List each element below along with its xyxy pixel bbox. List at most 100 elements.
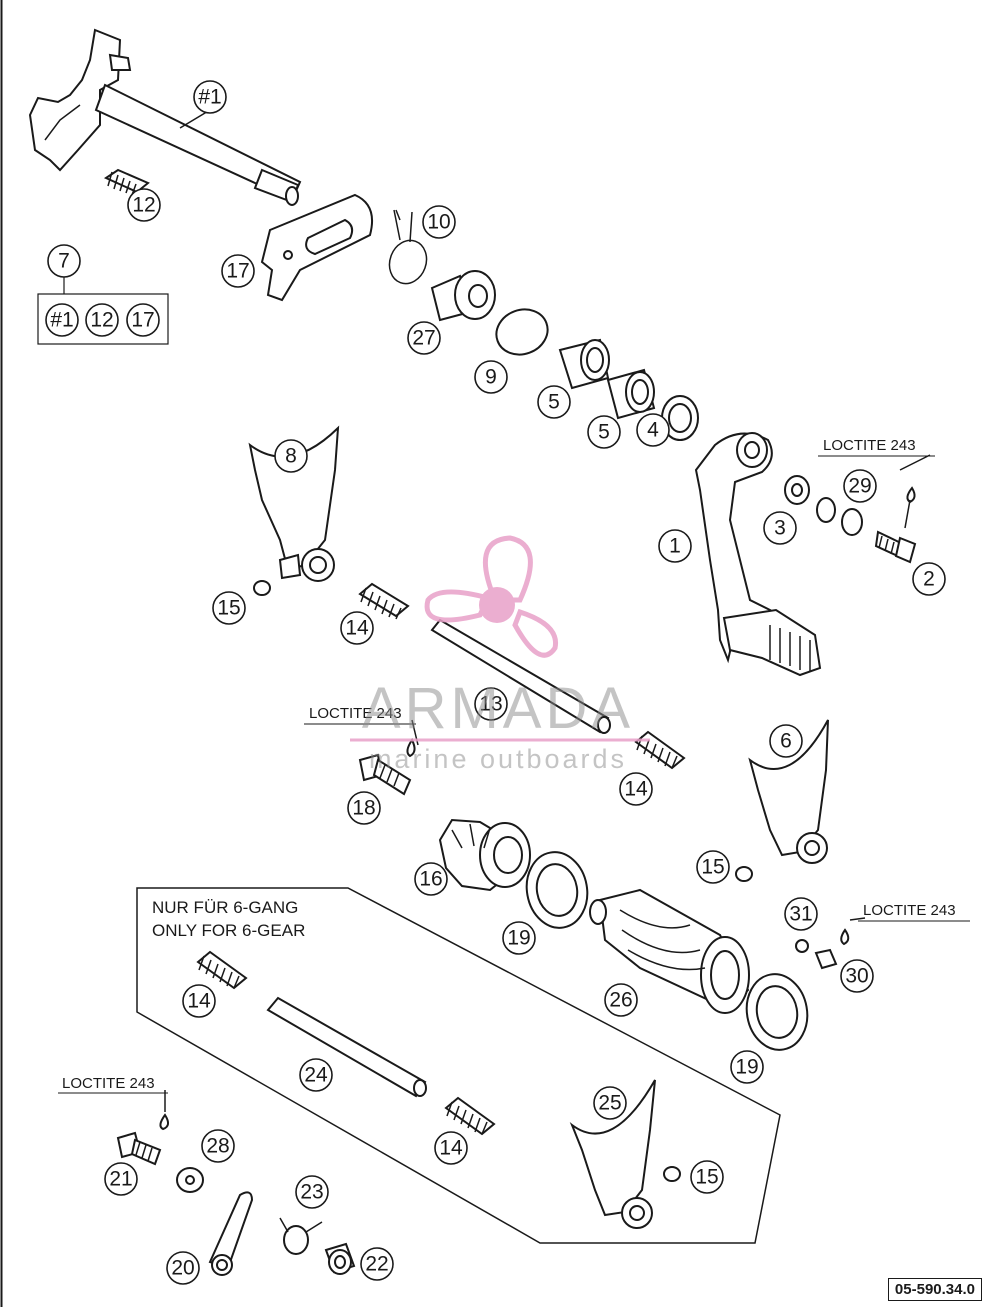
svg-text:18: 18 [352, 797, 375, 820]
note-line-1: NUR FÜR 6-GANG [152, 898, 298, 917]
svg-text:23: 23 [300, 1181, 323, 1204]
watermark-tagline: marine outboards [369, 744, 627, 774]
spring-14b [634, 730, 686, 770]
callout-19b: 19 [730, 1050, 764, 1084]
callout-20: 20 [166, 1251, 200, 1285]
svg-text:21: 21 [109, 1168, 132, 1191]
screw-30 [814, 948, 838, 970]
bushing-22 [324, 1242, 356, 1275]
washer-31 [795, 939, 809, 953]
callout-18: 18 [347, 791, 381, 825]
svg-text:31: 31 [789, 903, 812, 926]
svg-text:2: 2 [923, 568, 935, 591]
callout-15a: 15 [212, 591, 246, 625]
callout-14b: 14 [619, 772, 653, 806]
spring-14a [358, 582, 410, 620]
svg-text:17: 17 [131, 309, 154, 332]
svg-text:8: 8 [285, 445, 297, 468]
loctite-drop-3 [840, 928, 850, 946]
watermark-brand: ARMADA [362, 676, 634, 741]
clip-10 [388, 209, 428, 285]
drawing-code: 05-590.34.0 [887, 1278, 982, 1301]
svg-text:4: 4 [647, 419, 659, 442]
callout-kit-12: 12 [85, 303, 119, 337]
spring-14d [444, 1096, 496, 1136]
roller-15a [253, 580, 271, 596]
svg-text:17: 17 [226, 260, 249, 283]
shaft-24 [266, 996, 427, 1098]
svg-text:#1: #1 [50, 309, 73, 332]
callout-5b: 5 [587, 415, 621, 449]
svg-text:30: 30 [845, 965, 868, 988]
bolt-18 [358, 753, 412, 796]
callout-13: 13 [474, 687, 508, 721]
roller-15c [663, 1166, 681, 1182]
callout-14a: 14 [340, 611, 374, 645]
callout-28: 28 [201, 1129, 235, 1163]
callout-30: 30 [840, 959, 874, 993]
svg-text:15: 15 [217, 597, 240, 620]
plate-17 [260, 193, 374, 302]
svg-text:LOCTITE 243: LOCTITE 243 [309, 705, 402, 722]
svg-text:1: 1 [669, 535, 681, 558]
bolt-21 [116, 1131, 162, 1166]
svg-text:#1: #1 [198, 86, 221, 109]
svg-text:22: 22 [365, 1253, 388, 1276]
bolt-2 [874, 530, 917, 564]
shift-fork-6 [748, 719, 829, 864]
svg-text:26: 26 [609, 989, 632, 1012]
svg-text:14: 14 [187, 990, 211, 1013]
callout-1: 1 [658, 529, 692, 563]
callout-4: 4 [636, 413, 670, 447]
shaft-13 [430, 618, 611, 734]
shift-drum-star-16 [438, 818, 531, 892]
callout-10: 10 [422, 205, 456, 239]
svg-text:14: 14 [624, 778, 648, 801]
svg-text:6: 6 [780, 730, 792, 753]
svg-text:LOCTITE 243: LOCTITE 243 [62, 1075, 155, 1092]
svg-text:LOCTITE 243: LOCTITE 243 [823, 437, 916, 454]
callout-3: 3 [763, 511, 797, 545]
shift-drum-26 [589, 888, 750, 1014]
svg-text:13: 13 [479, 693, 502, 716]
lock-washers-29 [816, 497, 863, 536]
svg-text:9: 9 [485, 366, 497, 389]
shift-lever-1 [694, 432, 822, 677]
bearing-19b [745, 973, 809, 1051]
washer-9 [495, 308, 549, 356]
svg-text:27: 27 [412, 327, 435, 350]
svg-text:10: 10 [427, 211, 450, 234]
shift-fork-8 [248, 425, 340, 582]
svg-text:14: 14 [439, 1137, 463, 1160]
washer-3 [784, 475, 810, 505]
needle-bearing-5a [558, 338, 610, 390]
callout-6: 6 [769, 724, 803, 758]
callout-27: 27 [407, 321, 441, 355]
spring-14c [196, 950, 248, 990]
callout-24: 24 [299, 1058, 333, 1092]
svg-text:25: 25 [598, 1092, 621, 1115]
callout-15b: 15 [696, 850, 730, 884]
callout-22: 22 [360, 1247, 394, 1281]
svg-text:7: 7 [58, 250, 70, 273]
needle-bearing-5b [606, 368, 656, 420]
svg-text:19: 19 [735, 1056, 758, 1079]
callout-14c: 14 [182, 984, 216, 1018]
callout-9: 9 [474, 360, 508, 394]
svg-text:20: 20 [171, 1257, 194, 1280]
callout-31: 31 [784, 897, 818, 931]
armada-watermark: ARMADA marine outboards [350, 535, 650, 774]
callout-8: 8 [274, 439, 308, 473]
callout-25: 25 [593, 1086, 627, 1120]
callout-26: 26 [604, 983, 638, 1017]
loctite-drop-4 [159, 1113, 169, 1131]
shift-fork-25 [569, 1079, 656, 1229]
svg-text:28: 28 [206, 1135, 229, 1158]
callout-kit-17: 17 [126, 303, 160, 337]
bushing-27 [430, 270, 496, 322]
callout-15c: 15 [690, 1160, 724, 1194]
loctite-label-3: LOCTITE 243 [858, 902, 970, 922]
svg-text:15: 15 [695, 1166, 718, 1189]
callout-2: 2 [912, 562, 946, 596]
